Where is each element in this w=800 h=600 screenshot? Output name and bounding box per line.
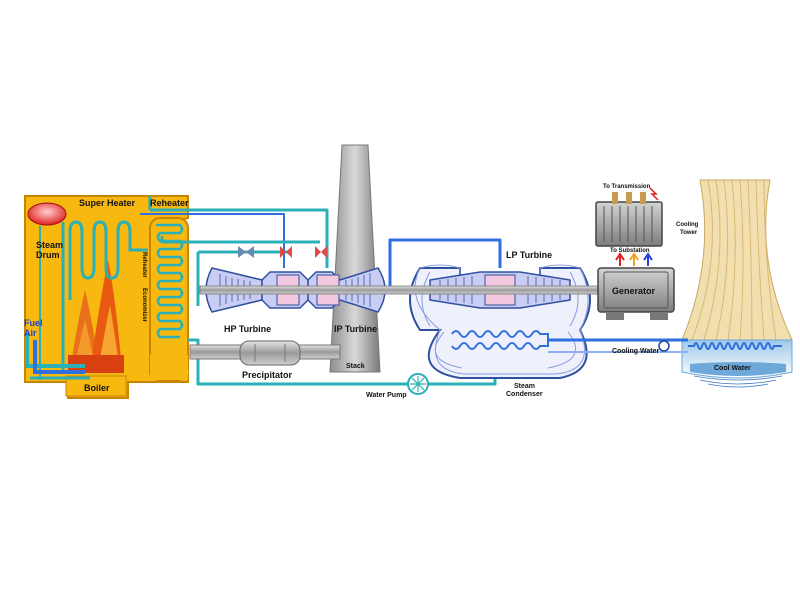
cooling-water-lines: [548, 338, 688, 353]
label-steam-drum-1: Steam: [36, 240, 63, 250]
label-hp-turbine: HP Turbine: [224, 324, 271, 334]
transformer: [595, 187, 663, 247]
label-boiler: Boiler: [84, 383, 110, 393]
label-lp-turbine: LP Turbine: [506, 250, 552, 260]
label-water-pump: Water Pump: [366, 392, 407, 399]
label-to-transmission: To Transmission: [603, 184, 651, 190]
label-cool-water: Cool Water: [714, 365, 751, 372]
water-pump: [407, 373, 429, 395]
label-super-heater: Super Heater: [79, 198, 136, 208]
steam-drum: [27, 202, 67, 226]
label-cooling-water: Cooling Water: [612, 348, 659, 355]
label-precipitator: Precipitator: [242, 370, 293, 380]
steam-valves: [238, 246, 327, 258]
label-stack: Stack: [346, 363, 365, 370]
label-economizer-vertical: Economizer: [141, 288, 147, 323]
power-output-arrows: [615, 252, 653, 266]
boiler-unit: [24, 195, 189, 399]
generator: [597, 267, 675, 320]
precipitator: [239, 340, 301, 366]
label-fuel: Fuel: [24, 318, 43, 328]
fuel-air-inlets: [25, 333, 90, 380]
turbine-shaft: [199, 285, 601, 295]
label-air: Air: [24, 328, 37, 338]
label-steam-condenser-2: Condenser: [506, 391, 543, 398]
label-reheater: Reheater: [150, 198, 189, 208]
cooling-water-pump: [658, 340, 670, 352]
label-reheater-vertical: Reheater: [141, 252, 147, 278]
lp-turbine-condenser: [409, 264, 591, 379]
label-cooling-tower-2: Tower: [680, 230, 698, 236]
superheater-coils: [68, 220, 148, 300]
label-to-substation: To Substation: [610, 248, 650, 254]
tower-coil: [688, 342, 782, 350]
label-steam-condenser-1: Steam: [514, 383, 535, 390]
label-generator: Generator: [612, 286, 656, 296]
cooling-tower: [681, 179, 793, 388]
label-ip-turbine: IP Turbine: [334, 324, 377, 334]
label-cooling-tower-1: Cooling: [676, 222, 699, 228]
furnace-flames: [68, 260, 124, 373]
label-steam-drum-2: Drum: [36, 250, 60, 260]
